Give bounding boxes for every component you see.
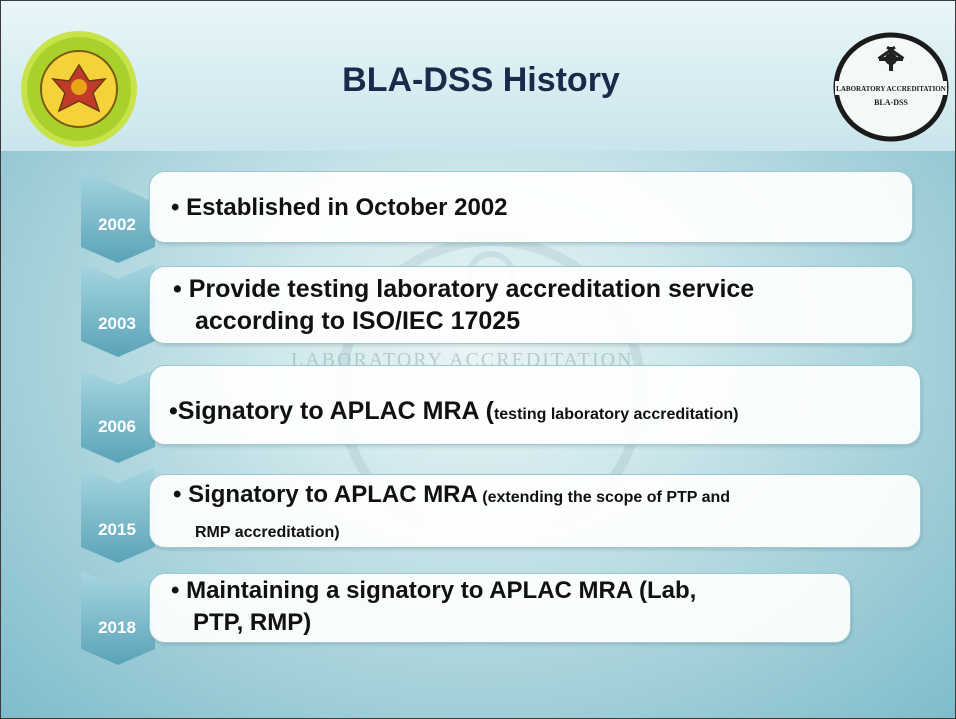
chevron-2002 — [81, 169, 155, 263]
svg-text:LABORATORY ACCREDITATION: LABORATORY ACCREDITATION — [836, 85, 946, 93]
timeline-year-2003: 2003 — [98, 314, 136, 333]
timeline-box-2015 — [149, 474, 921, 548]
timeline-year-2015: 2015 — [98, 520, 136, 539]
timeline-box-2006 — [149, 365, 921, 445]
timeline-text-2006: •Signatory to APLAC MRA (testing laborat… — [169, 397, 739, 425]
chevron-2003 — [81, 263, 155, 357]
timeline-box-2003 — [149, 266, 913, 344]
timeline-text-2003: • Provide testing laboratory accreditati… — [173, 275, 755, 335]
timeline-year-2018: 2018 — [98, 618, 136, 637]
timeline-box-2018 — [149, 573, 851, 643]
svg-text:BLA-DSS: BLA-DSS — [874, 98, 908, 107]
timeline-text-2002: • Established in October 2002 — [171, 194, 508, 221]
timeline-year-2002: 2002 — [98, 215, 136, 234]
chevron-2018 — [81, 571, 155, 665]
chevron-2006 — [81, 369, 155, 463]
department-emblem-icon — [21, 31, 137, 147]
timeline-box-2002 — [149, 171, 913, 243]
timeline-text-2015: • Signatory to APLAC MRA (extending the … — [173, 481, 731, 541]
timeline-year-2006: 2006 — [98, 417, 136, 436]
slide-header — [1, 1, 955, 151]
chevron-2015 — [81, 467, 155, 563]
timeline-text-2018: • Maintaining a signatory to APLAC MRA (… — [171, 577, 697, 636]
slide-title: BLA-DSS History — [342, 61, 620, 99]
laboratory-accreditation-emblem-icon: LABORATORY ACCREDITATION BLA-DSS — [833, 32, 949, 142]
